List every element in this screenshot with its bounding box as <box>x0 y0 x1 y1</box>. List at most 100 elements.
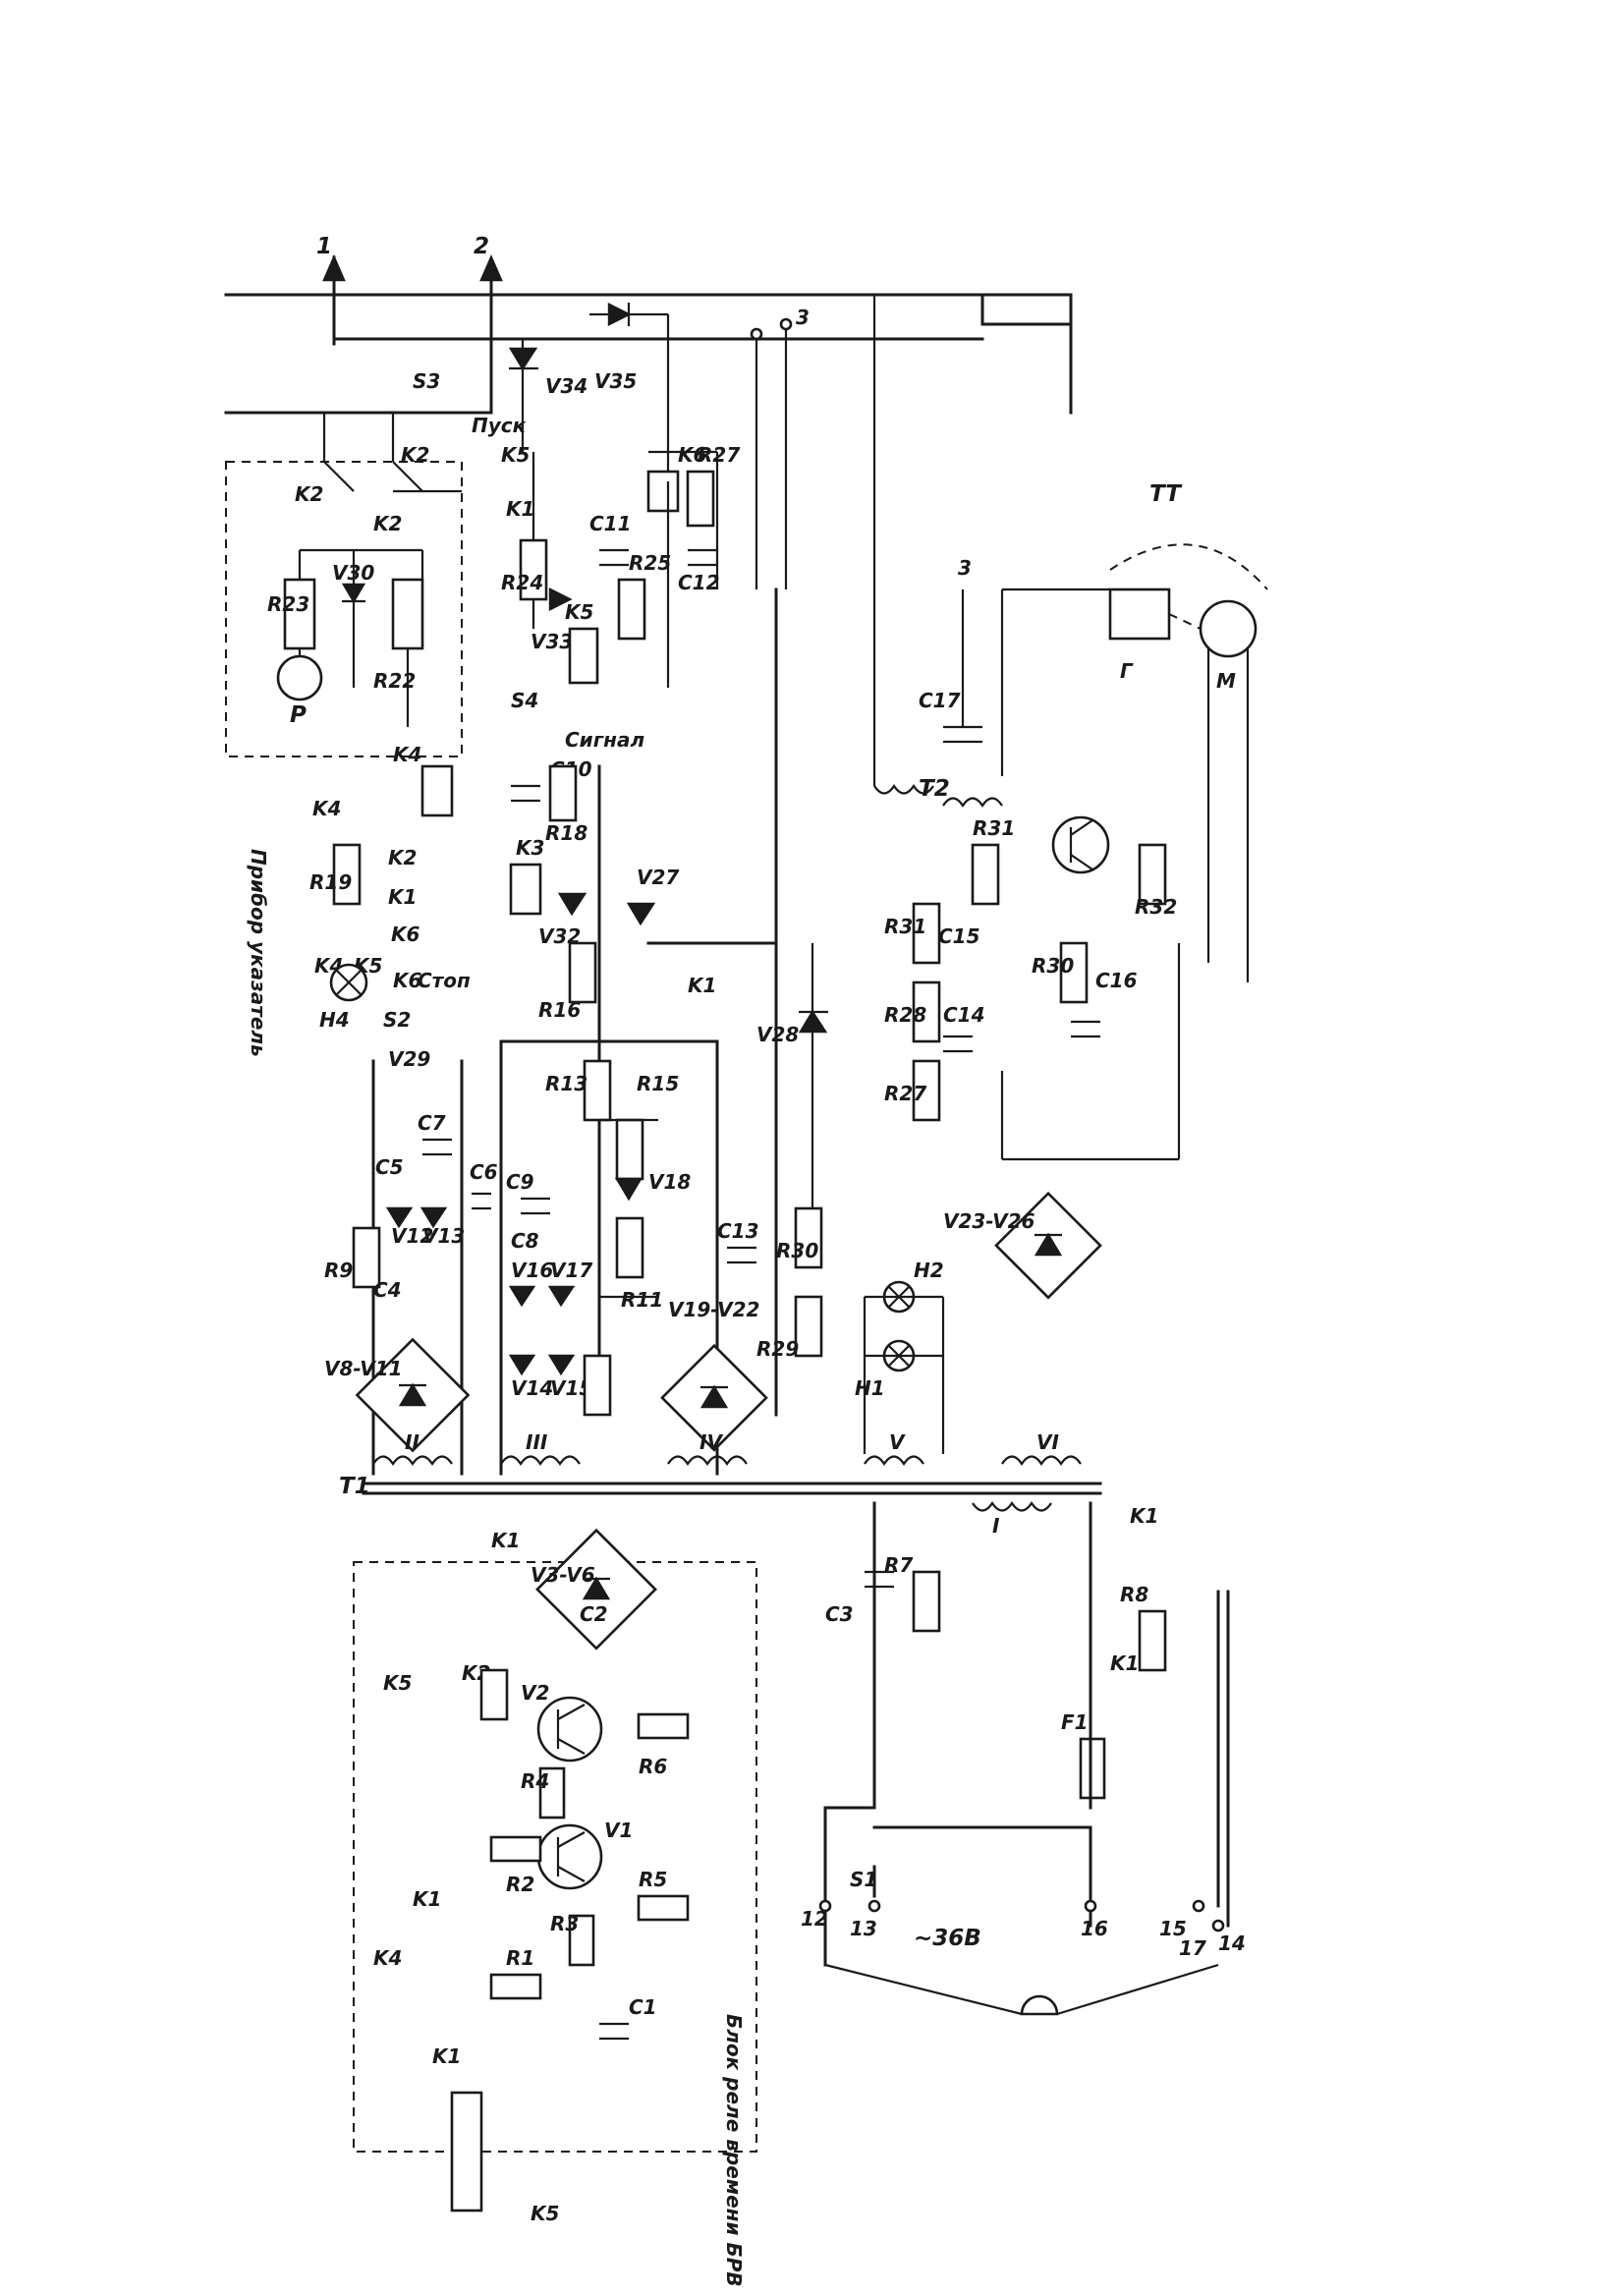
v13-label: V13 <box>422 1224 465 1248</box>
k1-label-2: K1 <box>388 885 417 909</box>
c12-label: C12 <box>678 571 720 594</box>
r16-label: R16 <box>538 998 581 1022</box>
resistor-r21 <box>519 538 548 601</box>
r22-label: R25 <box>629 551 671 575</box>
winding-ii-label: II <box>405 1430 419 1454</box>
transformer-t1-secondaries <box>362 1455 1102 1495</box>
resistor-r6 <box>637 1712 690 1740</box>
brv-label: Блок реле времени БРВ <box>722 2014 746 2287</box>
c2-label: C2 <box>580 1602 608 1626</box>
k4-label-2: K4 <box>312 797 341 820</box>
resistor-r25 <box>794 1206 823 1269</box>
transistor-t2 <box>1051 815 1110 874</box>
k2-label-2: K2 <box>401 443 429 467</box>
r4-label: R4 <box>521 1769 549 1793</box>
main-wires <box>371 588 778 1476</box>
r23-label: R27 <box>698 443 740 467</box>
diode-v12 <box>385 1206 414 1229</box>
tt-sensor <box>1000 543 1268 776</box>
diode-v30 <box>557 892 587 917</box>
resistor-unlabeled <box>583 1354 612 1417</box>
c6-label: C6 <box>470 1160 498 1184</box>
resistor-r24 <box>794 1295 823 1358</box>
resistor-r29 <box>912 902 941 965</box>
winding-i-label: I <box>992 1514 1000 1538</box>
r11-label: R11 <box>621 1288 663 1312</box>
c4-label: C4 <box>373 1278 402 1302</box>
v27-label: V29 <box>388 1047 430 1071</box>
r27-label: R27 <box>884 1082 926 1105</box>
c15-label: C15 <box>938 924 980 948</box>
supply-label: ~36В <box>914 1926 981 1951</box>
diode-v28 <box>626 902 656 926</box>
h3-label: H4 <box>319 1008 350 1032</box>
v28-label: V27 <box>637 866 679 889</box>
k6-label-2: K6 <box>393 969 421 992</box>
v34-label: V34 <box>545 374 587 398</box>
m-label: M <box>1216 669 1236 693</box>
transformer-t2-winding <box>942 797 1003 808</box>
v16-label: V16 <box>511 1259 553 1282</box>
r9-label: R9 <box>324 1259 353 1282</box>
c8-label: C8 <box>511 1229 539 1253</box>
resistor-r23 <box>686 470 715 528</box>
tt-label: TT <box>1149 481 1183 507</box>
resistor-r17 <box>332 843 362 906</box>
resistor-r18 <box>548 764 578 822</box>
k2-label-1: K2 <box>295 482 323 506</box>
k4-label-brv: K4 <box>373 1946 402 1970</box>
g-label: Г <box>1120 659 1134 683</box>
h1-label: H1 <box>855 1376 885 1400</box>
k5-label-brv: K5 <box>383 1671 412 1695</box>
v17-label: V17 <box>550 1259 592 1282</box>
resistor-r13 <box>583 1059 612 1122</box>
resistor-r4 <box>538 1766 566 1820</box>
r19-label: R22 <box>373 669 416 693</box>
motor-m <box>1199 599 1258 658</box>
v29-label: V28 <box>756 1023 799 1046</box>
r21-label: R24 <box>501 571 543 594</box>
c1-label: C1 <box>629 1995 657 2019</box>
k5-label-1: K5 <box>501 443 530 467</box>
c17-label: C17 <box>919 689 961 712</box>
k1-coil-label: K1 <box>432 2044 461 2068</box>
relay-k3-coil <box>509 863 542 916</box>
resistor-r31 <box>971 843 1000 906</box>
transistor-v2 <box>536 1696 603 1763</box>
terminal-2-label: 2 <box>474 234 489 259</box>
c13-label: C13 <box>717 1219 759 1243</box>
diode-v32 <box>341 583 366 604</box>
r5-label: R5 <box>639 1868 667 1891</box>
resistor-r3 <box>568 1914 595 1967</box>
v8-v11-label: V8-V11 <box>324 1357 403 1380</box>
resistor-r1 <box>489 1973 542 2000</box>
resistor-r32 <box>1138 843 1167 906</box>
v35-label: V35 <box>594 369 637 393</box>
time-relay-block <box>353 1561 757 2153</box>
k1-label-1: K1 <box>506 497 534 521</box>
r29-label: R31 <box>884 915 926 938</box>
resistor-r11 <box>615 1216 644 1279</box>
v12-label: V12 <box>391 1224 433 1248</box>
v14-label: V14 <box>511 1376 553 1400</box>
k5-coil-label: K5 <box>565 600 593 624</box>
v30-label: V32 <box>538 924 581 948</box>
r7-label: R7 <box>884 1553 913 1577</box>
c14-label: C14 <box>943 1003 985 1027</box>
resistor-r30 <box>1059 941 1089 1004</box>
r31-label: R31 <box>973 816 1015 840</box>
diode-v29 <box>798 1009 828 1034</box>
bus-wires <box>224 253 1073 415</box>
r32-label: R32 <box>1135 895 1177 919</box>
r8-label: R8 <box>1120 1583 1148 1606</box>
supply-wires <box>823 1501 1230 1967</box>
diode-v15 <box>547 1354 576 1376</box>
terminal-3-top: 3 <box>796 306 810 329</box>
resistor-r8 <box>1138 1609 1167 1672</box>
k2-label-4: K2 <box>388 846 417 869</box>
k1-label-supply: K1 <box>1110 1652 1139 1675</box>
c11-label: C11 <box>589 512 632 535</box>
c5-label: C5 <box>375 1155 404 1179</box>
resistor-r28 <box>912 980 941 1043</box>
